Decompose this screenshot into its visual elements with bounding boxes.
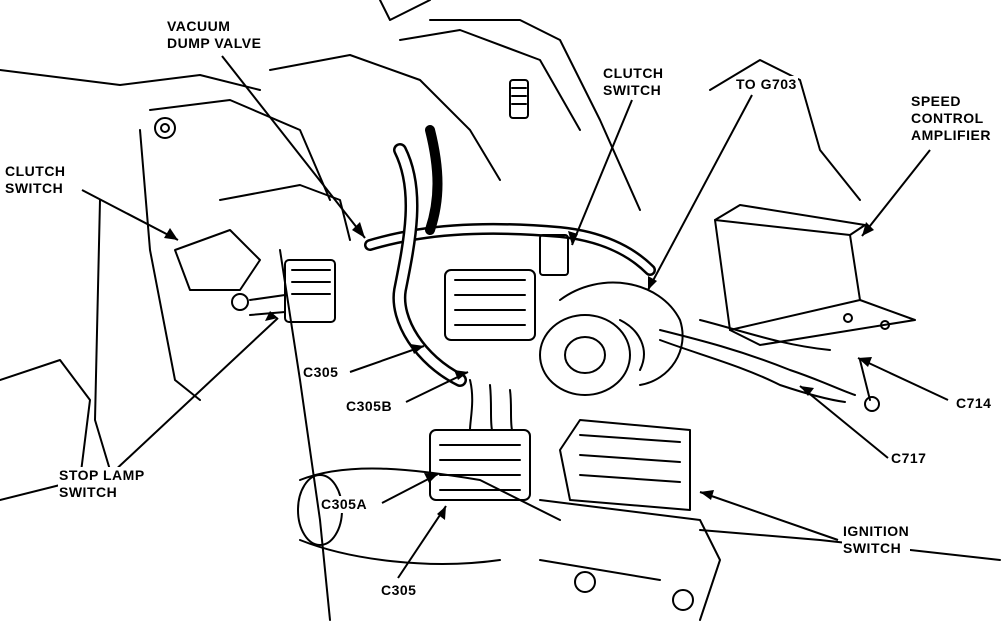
- mounting-stud: [511, 87, 527, 105]
- arrowhead: [164, 228, 178, 240]
- c305a-wires: [469, 379, 513, 431]
- leader-ignition-switch: [699, 491, 839, 541]
- wire-loop: [619, 319, 645, 371]
- amplifier-box: [729, 299, 916, 346]
- c305a-connector: [429, 429, 531, 501]
- c305a-connector: [439, 444, 521, 491]
- column-collar: [539, 314, 631, 396]
- leader-vacuum-dump-valve: [221, 55, 366, 239]
- right-panel: [709, 59, 861, 201]
- label-ignition-switch: IGNITION SWITCH: [842, 523, 911, 557]
- right-panel: [699, 529, 1001, 561]
- label-c305-mid: C305: [302, 364, 340, 381]
- amplifier-screw: [880, 320, 890, 330]
- column-collar: [564, 336, 606, 374]
- arrowhead: [437, 506, 446, 520]
- arrowhead: [352, 222, 365, 238]
- mounting-stud: [509, 79, 529, 119]
- column-bracket: [269, 54, 501, 181]
- label-c714: C714: [955, 395, 993, 412]
- leader-speed-control-amplifier: [861, 149, 931, 237]
- dash-panel-outline: [0, 359, 91, 501]
- leader-stop-lamp-switch: [109, 317, 279, 476]
- stop-lamp-switch-body: [284, 259, 336, 323]
- dash-panel-outline: [279, 249, 331, 621]
- column-bracket: [429, 19, 641, 211]
- arrowhead: [265, 311, 278, 321]
- label-to-g703: TO G703: [735, 76, 798, 93]
- steering-shaft: [299, 539, 501, 565]
- wire-harness: [425, 125, 443, 235]
- pedal-bracket: [174, 229, 261, 291]
- arrowhead: [568, 231, 578, 245]
- leader-c717: [799, 385, 889, 459]
- wire-loop: [559, 281, 684, 386]
- label-c305b: C305B: [345, 398, 394, 415]
- ignition-switch-body: [559, 419, 691, 511]
- lower-bracket: [539, 499, 721, 621]
- label-c305-bottom: C305: [380, 582, 418, 599]
- amplifier-wires: [659, 339, 846, 403]
- label-vacuum-dump-valve: VACUUM DUMP VALVE: [166, 18, 263, 52]
- stop-lamp-switch-body: [291, 269, 331, 295]
- bolt: [154, 117, 176, 139]
- label-clutch-switch-left: CLUTCH SWITCH: [4, 163, 67, 197]
- dash-panel-outline: [149, 99, 331, 201]
- leader-c305-mid: [349, 345, 425, 373]
- arrowhead: [454, 370, 468, 380]
- label-stop-lamp-switch: STOP LAMP SWITCH: [58, 467, 146, 501]
- screw-head: [864, 396, 880, 412]
- amplifier-box: [714, 219, 861, 331]
- dash-panel-outline: [0, 69, 261, 91]
- arrowhead: [858, 357, 872, 367]
- dash-panel-outline: [139, 129, 201, 401]
- wire-harness: [394, 145, 465, 385]
- leader-lines: [81, 55, 949, 579]
- leader-c714: [857, 357, 949, 401]
- plunger: [249, 294, 286, 316]
- leader-c305-bottom: [397, 505, 447, 579]
- column-bracket: [399, 29, 581, 131]
- leader-clutch-switch-left: [81, 189, 179, 241]
- label-c717: C717: [890, 450, 928, 467]
- pedal-pivot: [231, 293, 249, 311]
- screw: [859, 359, 871, 401]
- bracket-bolt: [574, 571, 596, 593]
- bolt: [160, 123, 170, 133]
- leader-arrowheads: [164, 222, 874, 520]
- arrowhead: [700, 490, 714, 500]
- arrowhead: [800, 386, 814, 396]
- arrowhead: [648, 276, 657, 290]
- label-clutch-switch-top: CLUTCH SWITCH: [602, 65, 665, 99]
- clutch-switch-connector: [539, 234, 569, 276]
- amplifier-wires: [699, 319, 831, 351]
- arrowhead: [410, 344, 424, 354]
- pedal-bracket: [219, 184, 351, 241]
- column-bracket: [379, 0, 431, 21]
- steering-shaft: [299, 467, 561, 521]
- dash-panel-outline: [94, 199, 111, 471]
- c305-connector: [444, 269, 536, 341]
- label-c305a: C305A: [320, 496, 369, 513]
- arrowhead: [862, 222, 874, 236]
- amplifier-box: [714, 204, 866, 236]
- c305-connector: [454, 279, 526, 326]
- bracket-bolt: [672, 589, 694, 611]
- arrowhead: [424, 473, 438, 483]
- amplifier-screw: [843, 313, 853, 323]
- leader-to-g703: [647, 94, 753, 291]
- amplifier-wires: [659, 329, 856, 396]
- lower-bracket: [539, 559, 661, 581]
- leader-clutch-switch-top: [571, 99, 633, 246]
- ignition-switch-body: [579, 434, 681, 483]
- label-speed-control-amplifier: SPEED CONTROL AMPLIFIER: [910, 93, 992, 144]
